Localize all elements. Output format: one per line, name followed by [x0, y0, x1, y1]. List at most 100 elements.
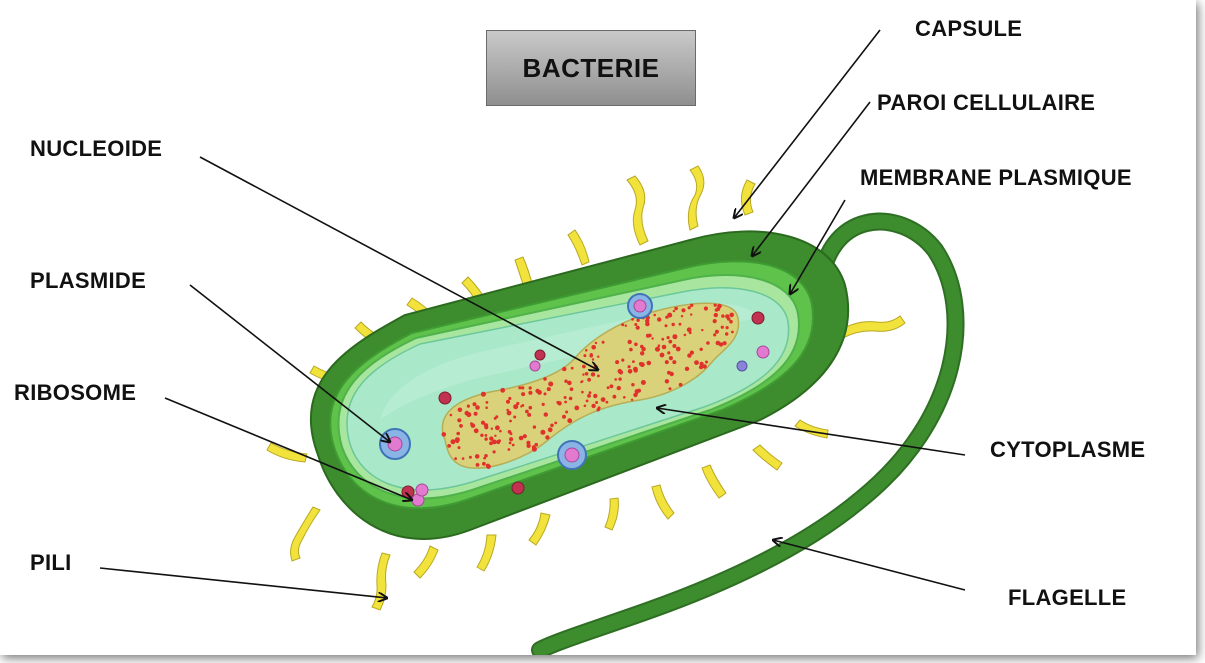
dna-speck: [474, 412, 478, 416]
dna-speck: [633, 367, 638, 372]
dna-speck: [544, 392, 547, 395]
dna-speck: [721, 314, 724, 317]
dna-speck: [562, 415, 566, 419]
dna-speck: [565, 411, 568, 414]
dna-speck: [521, 386, 524, 389]
dna-speck: [673, 310, 675, 312]
dna-speck: [483, 457, 486, 460]
dna-speck: [721, 326, 724, 329]
dna-speck: [493, 450, 496, 453]
label-nucleoide: NUCLEOIDE: [30, 136, 162, 162]
dna-speck: [629, 348, 633, 352]
dna-speck: [454, 457, 457, 460]
dna-speck: [628, 340, 632, 344]
dna-speck: [672, 323, 675, 326]
dna-speck: [618, 369, 623, 374]
dna-speck: [589, 391, 592, 394]
dna-speck: [540, 430, 545, 435]
diagram-title: BACTERIE: [486, 30, 696, 106]
pilus: [840, 316, 905, 337]
dna-speck: [484, 437, 487, 440]
dna-speck: [592, 346, 595, 349]
dna-speck: [645, 319, 649, 323]
dna-speck: [557, 401, 561, 405]
dna-speck: [667, 336, 670, 339]
dna-speck: [587, 394, 591, 398]
dna-speck: [562, 368, 565, 371]
dna-speck: [628, 369, 633, 374]
dna-speck: [533, 425, 536, 428]
dna-speck: [506, 400, 510, 404]
dna-speck: [632, 360, 635, 363]
dna-speck: [631, 399, 633, 401]
dna-speck: [457, 418, 461, 422]
dna-speck: [679, 323, 682, 326]
dna-speck: [715, 330, 719, 334]
dna-speck: [593, 394, 597, 398]
dna-speck: [586, 400, 589, 403]
dna-speck: [665, 379, 669, 383]
dna-speck: [725, 332, 728, 335]
dna-speck: [456, 432, 460, 436]
dna-speck: [699, 365, 703, 369]
dna-speck: [648, 334, 652, 338]
dna-speck: [521, 392, 525, 396]
label-ribosome: RIBOSOME: [14, 380, 136, 406]
dna-speck: [529, 386, 532, 389]
dna-speck: [647, 361, 652, 366]
dna-speck: [714, 304, 717, 307]
dna-speck: [607, 386, 610, 389]
dna-speck: [469, 456, 472, 459]
dna-speck: [447, 444, 451, 448]
dna-speck: [547, 387, 551, 391]
pilus: [568, 230, 589, 265]
dna-speck: [526, 441, 530, 445]
dna-speck: [614, 378, 617, 381]
dna-speck: [574, 406, 579, 411]
dna-speck: [529, 406, 533, 410]
dna-speck: [597, 356, 599, 358]
label-paroi-cellulaire: PAROI CELLULAIRE: [877, 90, 1095, 116]
dna-speck: [651, 337, 653, 339]
dna-speck: [669, 387, 672, 390]
dna-speck: [585, 349, 588, 352]
dna-speck: [669, 356, 673, 360]
dna-speck: [523, 434, 527, 438]
dna-speck: [543, 377, 547, 381]
plasmid: [558, 441, 586, 469]
dna-speck: [571, 367, 574, 370]
dna-speck: [465, 411, 470, 416]
label-plasmide: PLASMIDE: [30, 268, 146, 294]
dna-speck: [690, 313, 692, 315]
dna-speck: [601, 397, 606, 402]
dna-speck: [636, 319, 639, 322]
dna-speck: [495, 425, 500, 430]
dna-speck: [527, 413, 531, 417]
dna-speck: [613, 395, 617, 399]
dna-speck: [550, 424, 554, 428]
dna-speck: [455, 437, 460, 442]
pili-arrow: [100, 568, 387, 598]
plasmid: [380, 429, 410, 459]
label-membrane-plasmique: MEMBRANE PLASMIQUE: [860, 165, 1132, 191]
dna-speck: [548, 427, 553, 432]
dna-speck: [485, 434, 488, 437]
dna-speck: [499, 430, 502, 433]
dna-speck: [641, 380, 646, 385]
pilus: [753, 445, 782, 470]
dna-speck: [486, 401, 489, 404]
dna-speck: [486, 464, 491, 469]
dna-speck: [508, 430, 512, 434]
dna-speck: [633, 393, 637, 397]
pilus: [652, 485, 674, 519]
dna-speck: [467, 405, 470, 408]
dna-speck: [507, 411, 512, 416]
dna-speck: [714, 313, 718, 317]
dna-speck: [516, 402, 519, 405]
dna-speck: [631, 318, 634, 321]
flagelle-arrow: [773, 540, 965, 590]
dna-speck: [681, 315, 683, 317]
dna-speck: [706, 341, 710, 345]
dna-speck: [480, 434, 483, 437]
dna-speck: [500, 388, 505, 393]
